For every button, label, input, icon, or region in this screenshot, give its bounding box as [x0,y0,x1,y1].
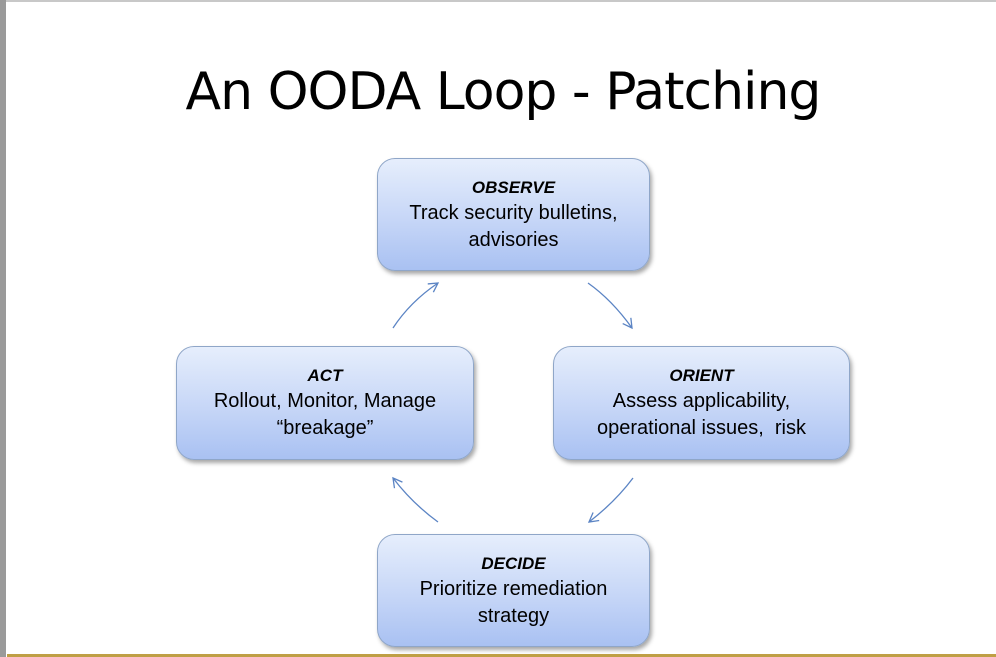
node-observe-line2: advisories [468,228,559,251]
node-orient-line1: Assess applicability, [612,390,791,412]
arrow-observe-to-orient [587,282,633,330]
node-decide: DECIDE Prioritize remediation strategy [377,534,650,647]
node-orient: ORIENT Assess applicability, operational… [553,346,850,460]
slide-title: An OODA Loop - Patching [185,62,822,122]
node-orient-line2: operational issues, risk [597,417,806,439]
arrow-act-to-observe [392,282,440,329]
arrow-orient-to-decide [587,477,634,523]
node-observe: OBSERVE Track security bulletins, adviso… [377,158,650,271]
node-observe-line1: Track security bulletins, [409,201,618,224]
node-decide-heading: DECIDE [481,553,546,573]
node-decide-line1: Prioritize remediation [419,577,608,600]
slide-footer-rule [7,654,996,657]
node-orient-heading: ORIENT [669,366,734,385]
node-act-line2: “breakage” [276,417,374,439]
node-decide-line2: strategy [477,604,550,627]
node-act-line1: Rollout, Monitor, Manage [213,390,437,412]
window-left-edge [0,0,6,657]
arrow-decide-to-act [392,476,439,523]
node-act-heading: ACT [307,366,343,385]
window-top-edge [6,0,996,2]
node-act: ACT Rollout, Monitor, Manage “breakage” [176,346,474,460]
node-observe-heading: OBSERVE [471,177,556,197]
